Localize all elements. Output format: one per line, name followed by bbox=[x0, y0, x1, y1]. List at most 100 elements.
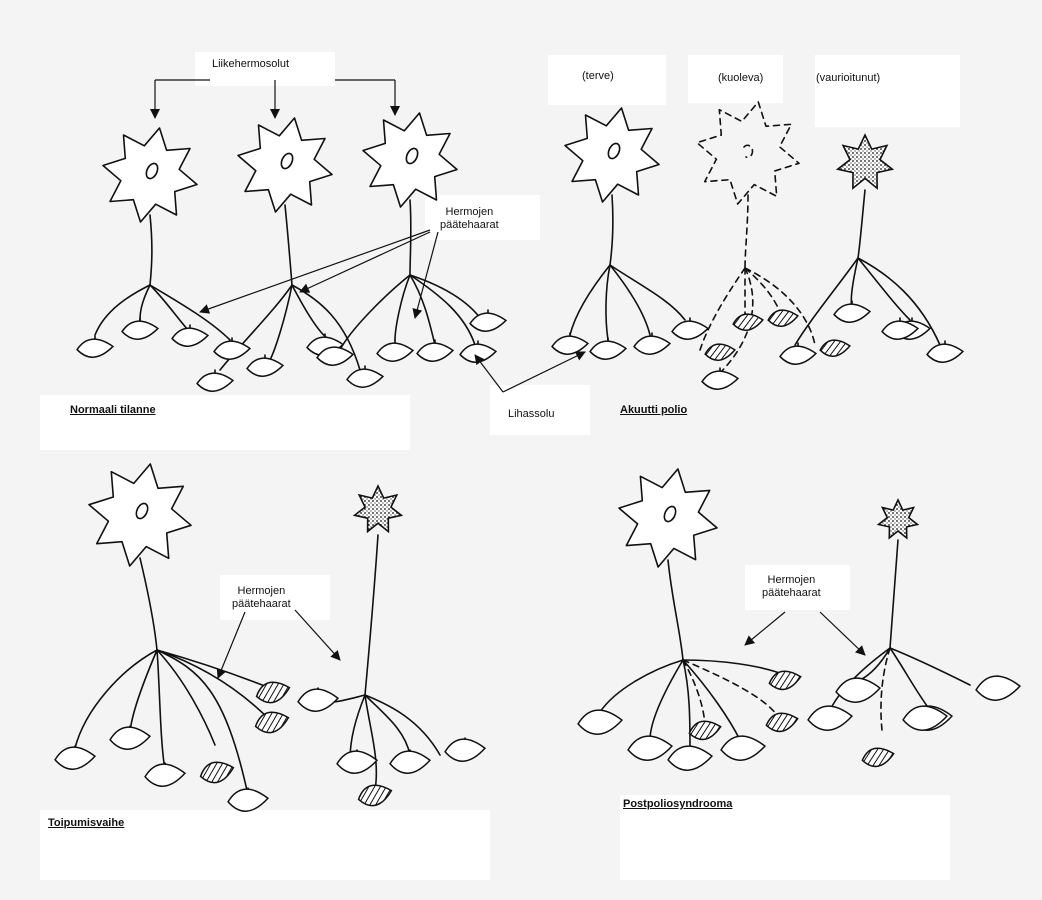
nerve-branch bbox=[890, 540, 898, 648]
muscle-cell bbox=[667, 744, 713, 772]
nerve-endings-label-top: Hermojen päätehaarat bbox=[440, 206, 499, 232]
nerve-branch bbox=[610, 265, 650, 335]
muscle-cell bbox=[633, 334, 670, 355]
nerve-branch bbox=[610, 195, 613, 265]
label-arrow bbox=[820, 612, 865, 655]
muscle-cell-denervated bbox=[687, 718, 722, 742]
muscle-cell bbox=[416, 341, 453, 362]
muscle-cell-denervated bbox=[198, 758, 236, 786]
nerve-branch bbox=[668, 560, 683, 660]
damaged-label: (vaurioitunut) bbox=[816, 72, 880, 85]
muscle-cell-denervated bbox=[356, 781, 394, 809]
panel-title-normal: Normaali tilanne bbox=[70, 404, 156, 416]
dying-nerve-branch bbox=[745, 195, 748, 268]
muscle-cell bbox=[54, 745, 96, 770]
nerve-branch bbox=[292, 285, 330, 340]
panel-title-ppsyndrome: Postpoliosyndrooma bbox=[623, 798, 732, 810]
muscle-cell bbox=[336, 749, 378, 774]
dying-nerve-branch bbox=[683, 660, 705, 728]
nerve-branch bbox=[365, 695, 410, 755]
muscle-cell-denervated bbox=[254, 678, 292, 706]
label-arrow bbox=[218, 612, 245, 678]
muscle-cell-denervated bbox=[767, 308, 799, 328]
nerve-branch bbox=[150, 215, 152, 285]
nerve-endings-label-bottom-left: Hermojen päätehaarat bbox=[232, 585, 291, 611]
muscle-cell bbox=[720, 734, 766, 762]
nerve-branch bbox=[270, 285, 292, 360]
muscle-cell-denervated bbox=[732, 312, 764, 332]
muscle-cell bbox=[807, 704, 853, 732]
nerve-branch bbox=[683, 660, 690, 750]
panel-title-recovery: Toipumisvaihe bbox=[48, 817, 124, 829]
panel-title-acute: Akuutti polio bbox=[620, 404, 687, 416]
muscle-cell bbox=[213, 339, 250, 360]
muscle-cell bbox=[196, 371, 233, 392]
nerve-branch bbox=[795, 258, 858, 345]
nerve-branch bbox=[570, 265, 610, 335]
dying-neuron-soma bbox=[697, 102, 799, 204]
nerve-branch bbox=[150, 285, 188, 330]
muscle-cell bbox=[246, 356, 283, 377]
muscle-cell bbox=[926, 342, 963, 363]
label-arrow bbox=[295, 610, 340, 660]
dying-neuron-nucleus bbox=[744, 145, 753, 157]
dying-nerve-branch bbox=[745, 268, 815, 345]
dying-label: (kuoleva) bbox=[718, 72, 763, 85]
muscle-cell bbox=[627, 734, 673, 762]
nerve-branch bbox=[410, 275, 435, 345]
muscle-cell bbox=[701, 369, 738, 390]
muscle-cell bbox=[835, 676, 881, 704]
muscle-cell bbox=[671, 319, 708, 340]
muscle-cell-label: Lihassolu bbox=[508, 408, 554, 421]
damaged-neuron-soma bbox=[355, 486, 402, 532]
damaged-neuron-soma bbox=[879, 500, 918, 538]
muscle-cell bbox=[121, 319, 158, 340]
muscle-cell bbox=[227, 787, 269, 812]
muscle-cell-denervated bbox=[253, 708, 291, 736]
damaged-neuron-soma bbox=[838, 135, 893, 188]
healthy-label: (terve) bbox=[582, 70, 614, 83]
nerve-branch bbox=[410, 275, 475, 345]
muscle-cell bbox=[469, 311, 506, 332]
nerve-branch bbox=[285, 205, 292, 285]
nerve-branch bbox=[140, 558, 157, 650]
neuron-soma bbox=[565, 108, 659, 202]
muscle-cell-denervated bbox=[704, 342, 736, 362]
muscle-cell bbox=[297, 687, 339, 712]
muscle-cell-denervated bbox=[819, 338, 851, 358]
muscle-cell bbox=[779, 344, 816, 365]
nerve-branch bbox=[600, 660, 683, 712]
muscle-cell bbox=[833, 302, 870, 323]
nerve-branch bbox=[157, 650, 270, 720]
muscle-cell-denervated bbox=[764, 710, 799, 734]
nerve-branch bbox=[858, 190, 865, 258]
neuron-soma bbox=[89, 464, 191, 566]
muscle-cell bbox=[577, 708, 623, 736]
nerve-endings-label-bottom-right: Hermojen päätehaarat bbox=[762, 574, 821, 600]
nerve-branch bbox=[365, 695, 440, 755]
label-arrow bbox=[415, 232, 438, 318]
muscle-cell bbox=[389, 749, 431, 774]
nerve-branch bbox=[130, 650, 157, 735]
nerve-branch bbox=[606, 265, 610, 340]
muscle-cell bbox=[109, 725, 151, 750]
neuron-soma bbox=[363, 113, 457, 207]
nerve-branch bbox=[650, 660, 683, 740]
muscle-cell bbox=[346, 367, 383, 388]
muscle-cells bbox=[54, 302, 1021, 812]
neuron-soma bbox=[238, 118, 332, 212]
muscle-cell bbox=[975, 674, 1021, 702]
muscle-cell-denervated bbox=[860, 745, 895, 769]
muscle-cell bbox=[76, 337, 113, 358]
dying-nerve-branch bbox=[700, 268, 745, 350]
motor-neurons-label: Liikehermosolut bbox=[212, 58, 289, 71]
label-arrow bbox=[745, 612, 785, 645]
nerve-branch bbox=[365, 695, 376, 790]
muscle-cell bbox=[144, 762, 186, 787]
nerve-branch bbox=[610, 265, 685, 320]
muscle-cell bbox=[171, 326, 208, 347]
neuron-soma bbox=[103, 128, 197, 222]
dying-nerve-branch bbox=[745, 268, 780, 312]
muscle-cell bbox=[589, 339, 626, 360]
